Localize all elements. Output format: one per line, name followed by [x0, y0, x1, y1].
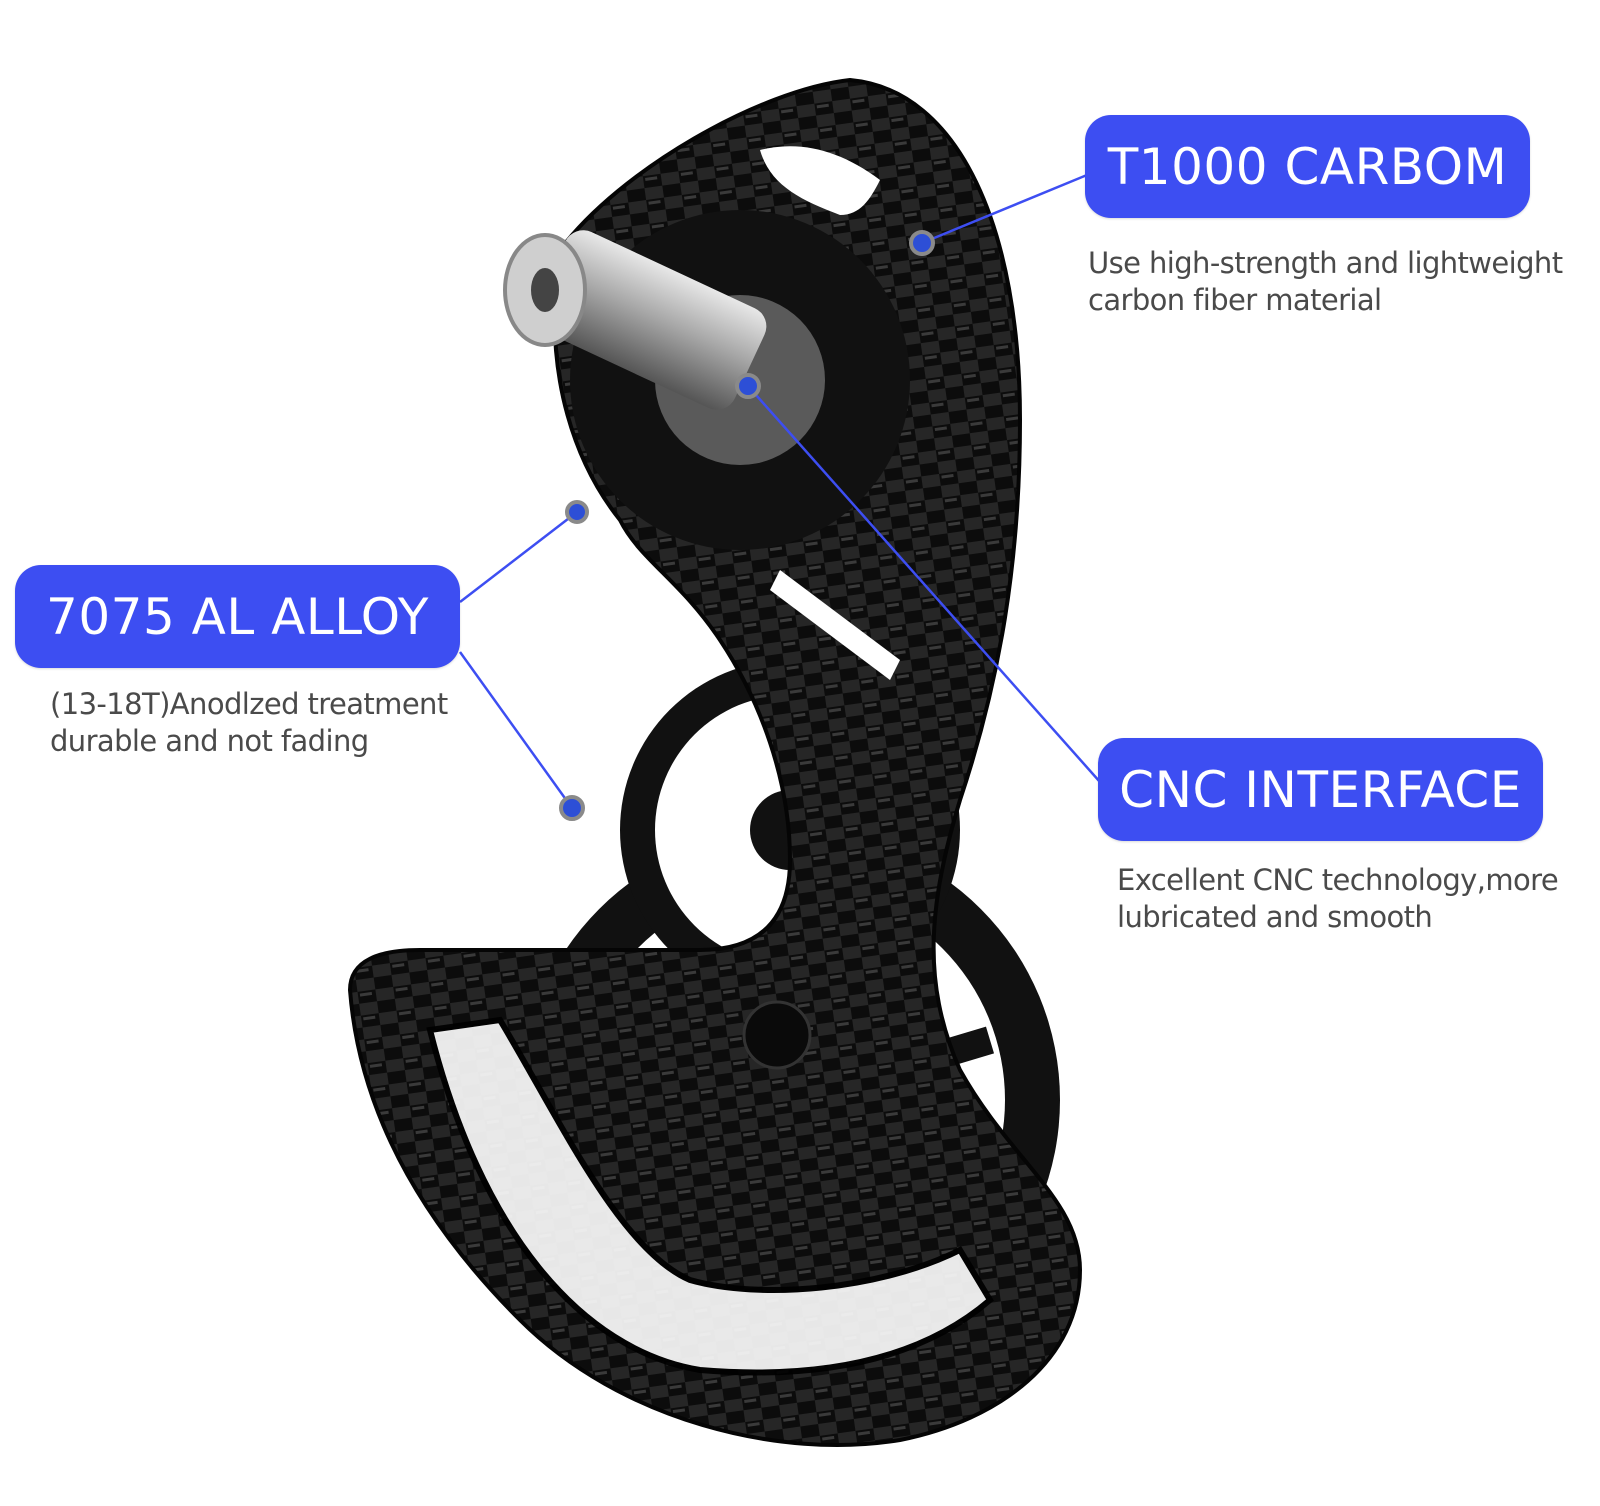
- cage-window-top: [760, 146, 880, 215]
- desc-line: (13-18T)Anodlzed treatment: [50, 687, 448, 721]
- callout-desc-alloy: (13-18T)Anodlzed treatment durable and n…: [50, 686, 448, 760]
- desc-line: Use high-strength and lightweight: [1088, 246, 1563, 280]
- desc-line: lubricated and smooth: [1117, 900, 1433, 934]
- desc-line: Excellent CNC technology,more: [1117, 863, 1559, 897]
- callout-title-cnc: CNC INTERFACE: [1098, 738, 1543, 841]
- cage-window-lower: [426, 1016, 994, 1376]
- lower-bolt: [742, 1000, 812, 1070]
- callout-desc-cnc: Excellent CNC technology,more lubricated…: [1117, 862, 1559, 936]
- callout-desc-carbon: Use high-strength and lightweight carbon…: [1088, 245, 1563, 319]
- callout-title-alloy: 7075 AL ALLOY: [15, 565, 460, 668]
- desc-line: durable and not fading: [50, 724, 369, 758]
- cage-slot: [770, 570, 900, 680]
- callout-leaders: [458, 173, 1101, 809]
- desc-line: carbon fiber material: [1088, 283, 1382, 317]
- callout-title-carbon: T1000 CARBOM: [1085, 115, 1530, 218]
- callout-dots: [559, 230, 935, 821]
